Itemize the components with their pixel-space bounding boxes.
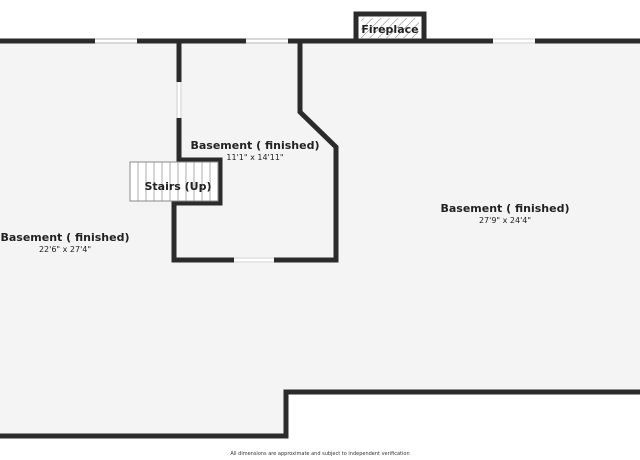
stairs bbox=[129, 161, 219, 202]
room-name-right: Basement ( finished) bbox=[440, 202, 570, 215]
opening-middle-bottom-wall bbox=[234, 257, 274, 263]
disclaimer: All dimensions are approximate and subje… bbox=[230, 451, 410, 457]
floor-area-main bbox=[0, 41, 640, 436]
window-top-middle bbox=[246, 38, 288, 44]
room-label-middle: Basement ( finished) 11'1" x 14'11" bbox=[180, 139, 330, 163]
fireplace-hatch bbox=[361, 18, 419, 38]
opening-middle-left-wall bbox=[176, 82, 182, 118]
stairs-label-text: Stairs (Up) bbox=[144, 180, 212, 193]
fireplace-wall bbox=[353, 11, 427, 41]
room-dims-right: 27'9" x 24'4" bbox=[478, 216, 532, 225]
room-label-right: Basement ( finished) 27'9" x 24'4" bbox=[430, 202, 580, 226]
interior-wall-middle-left bbox=[171, 41, 339, 263]
room-name-left: Basement ( finished) bbox=[0, 231, 130, 244]
window-top-right bbox=[493, 38, 535, 44]
room-dims-middle: 11'1" x 14'11" bbox=[226, 153, 284, 162]
window-top-left bbox=[95, 38, 137, 44]
room-name-middle: Basement ( finished) bbox=[190, 139, 320, 152]
stairs-label: Stairs (Up) bbox=[130, 175, 226, 194]
fireplace-label-text: Fireplace bbox=[361, 23, 419, 36]
exterior-wall-bottom bbox=[0, 389, 640, 439]
fireplace-label: Fireplace bbox=[356, 18, 424, 37]
room-label-left: Basement ( finished) 22'6" x 27'4" bbox=[0, 231, 130, 255]
room-dims-left: 22'6" x 27'4" bbox=[38, 245, 92, 254]
